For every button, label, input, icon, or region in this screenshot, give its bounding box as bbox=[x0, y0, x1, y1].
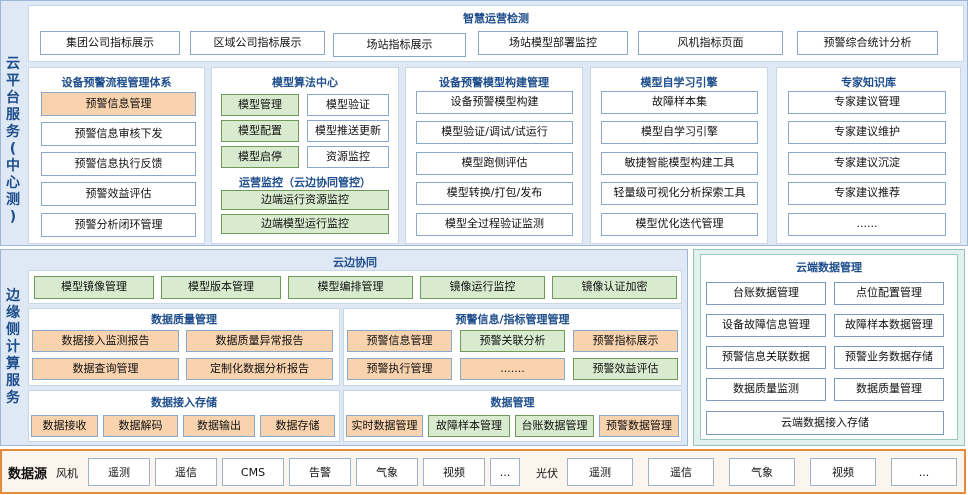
top-item[interactable]: 区域公司指标展示 bbox=[190, 31, 325, 55]
self-learn-item[interactable]: 敏捷智能模型构建工具 bbox=[601, 152, 758, 175]
pv-source-item[interactable]: 遥信 bbox=[648, 458, 714, 486]
self-learn-item[interactable]: 故障样本集 bbox=[601, 91, 758, 114]
pv-source-item[interactable]: ... bbox=[891, 458, 957, 486]
collab-item[interactable]: 模型编排管理 bbox=[288, 276, 413, 299]
cloud-data-item[interactable]: 数据质量管理 bbox=[834, 378, 944, 401]
top-item[interactable]: 预警综合统计分析 bbox=[797, 31, 938, 55]
pv-label: 光伏 bbox=[536, 467, 558, 480]
warn-flow-item[interactable]: 预警分析闭环管理 bbox=[41, 213, 196, 237]
model-build-item[interactable]: 模型转换/打包/发布 bbox=[416, 182, 573, 205]
wind-source-item[interactable]: 遥测 bbox=[88, 458, 150, 486]
cloud-data-item[interactable]: 数据质量监测 bbox=[706, 378, 826, 401]
quality-title: 数据质量管理 bbox=[151, 313, 217, 326]
top-item[interactable]: 风机指标页面 bbox=[638, 31, 783, 55]
model-algo-item[interactable]: 模型启停 bbox=[221, 146, 299, 168]
warn-flow-item[interactable]: 预警信息审核下发 bbox=[41, 122, 196, 146]
data-mgmt-item[interactable]: 故障样本管理 bbox=[428, 415, 510, 437]
cloud-data-bottom[interactable]: 云端数据接入存储 bbox=[706, 411, 944, 435]
warn-flow-item[interactable]: 预警信息管理 bbox=[41, 92, 196, 116]
collab-item[interactable]: 模型版本管理 bbox=[161, 276, 281, 299]
self-learn-item[interactable]: 轻量级可视化分析探索工具 bbox=[601, 182, 758, 205]
ops-monitor-item[interactable]: 边端模型运行监控 bbox=[221, 214, 389, 234]
expert-item[interactable]: 专家建议管理 bbox=[788, 91, 946, 114]
warn-flow-item[interactable]: 预警效益评估 bbox=[41, 182, 196, 206]
data-mgmt-item[interactable]: 预警数据管理 bbox=[599, 415, 679, 437]
warn-index-item[interactable]: 预警关联分析 bbox=[460, 330, 565, 352]
cloud-data-item[interactable]: 预警业务数据存储 bbox=[834, 346, 944, 369]
model-build-item[interactable]: 设备预警模型构建 bbox=[416, 91, 573, 114]
model-algo-title: 模型算法中心 bbox=[272, 76, 338, 89]
model-algo-item[interactable]: 模型管理 bbox=[221, 94, 299, 116]
wind-source-item[interactable]: ... bbox=[490, 458, 520, 486]
data-mgmt-title: 数据管理 bbox=[490, 396, 535, 409]
warn-index-item[interactable]: ....... bbox=[460, 358, 565, 380]
expert-item[interactable]: 专家建议沉淀 bbox=[788, 152, 946, 175]
cloud-data-item[interactable]: 故障样本数据管理 bbox=[834, 314, 944, 337]
ops-monitor-item[interactable]: 边端运行资源监控 bbox=[221, 190, 389, 210]
collab-title: 云边协同 bbox=[333, 256, 377, 269]
model-algo-item[interactable]: 资源监控 bbox=[307, 146, 389, 168]
model-build-item[interactable]: 模型跑侧评估 bbox=[416, 152, 573, 175]
quality-item[interactable]: 数据接入监测报告 bbox=[32, 330, 179, 352]
cloud-side-label: 云 平 台 服 务 ( 中 心 测 ) bbox=[6, 56, 20, 225]
warn-index-title: 预警信息/指标管理管理 bbox=[455, 313, 570, 326]
access-item[interactable]: 数据存储 bbox=[260, 415, 335, 437]
cloud-data-item[interactable]: 点位配置管理 bbox=[834, 282, 944, 305]
cloud-data-title: 云端数据管理 bbox=[796, 261, 862, 274]
collab-item[interactable]: 镜像认证加密 bbox=[552, 276, 677, 299]
smart-ops-title: 智慧运营检测 bbox=[463, 12, 529, 25]
access-item[interactable]: 数据解码 bbox=[103, 415, 178, 437]
wind-label: 风机 bbox=[56, 467, 78, 480]
top-item[interactable]: 场站指标展示 bbox=[333, 33, 466, 57]
wind-source-item[interactable]: 告警 bbox=[289, 458, 351, 486]
expert-title: 专家知识库 bbox=[841, 76, 896, 89]
pv-source-item[interactable]: 遥测 bbox=[567, 458, 633, 486]
warn-index-item[interactable]: 预警信息管理 bbox=[347, 330, 452, 352]
pv-source-item[interactable]: 气象 bbox=[729, 458, 795, 486]
quality-item[interactable]: 数据质量异常报告 bbox=[186, 330, 333, 352]
wind-source-item[interactable]: 气象 bbox=[356, 458, 418, 486]
cloud-data-item[interactable]: 台账数据管理 bbox=[706, 282, 826, 305]
self-learn-title: 模型自学习引擎 bbox=[640, 76, 718, 89]
model-build-item[interactable]: 模型全过程验证监测 bbox=[416, 213, 573, 236]
collab-item[interactable]: 镜像运行监控 bbox=[420, 276, 545, 299]
expert-item[interactable]: ...... bbox=[788, 213, 946, 236]
model-build-title: 设备预警模型构建管理 bbox=[439, 76, 549, 89]
wind-source-item[interactable]: CMS bbox=[222, 458, 284, 486]
access-item[interactable]: 数据接收 bbox=[31, 415, 98, 437]
expert-item[interactable]: 专家建议推荐 bbox=[788, 182, 946, 205]
access-title: 数据接入存储 bbox=[151, 396, 217, 409]
quality-item[interactable]: 数据查询管理 bbox=[32, 358, 179, 380]
cloud-data-item[interactable]: 预警信息关联数据 bbox=[706, 346, 826, 369]
data-mgmt-item[interactable]: 台账数据管理 bbox=[515, 415, 594, 437]
access-item[interactable]: 数据输出 bbox=[183, 415, 255, 437]
wind-source-item[interactable]: 遥信 bbox=[155, 458, 217, 486]
model-build-item[interactable]: 模型验证/调试/试运行 bbox=[416, 121, 573, 144]
model-algo-item[interactable]: 模型验证 bbox=[307, 94, 389, 116]
warn-flow-item[interactable]: 预警信息执行反馈 bbox=[41, 152, 196, 176]
collab-item[interactable]: 模型镜像管理 bbox=[34, 276, 154, 299]
self-learn-item[interactable]: 模型优化迭代管理 bbox=[601, 213, 758, 236]
edge-side-label: 边 缘 侧 计 算 服 务 bbox=[6, 288, 20, 406]
warn-index-item[interactable]: 预警执行管理 bbox=[347, 358, 452, 380]
model-algo-item[interactable]: 模型配置 bbox=[221, 120, 299, 142]
data-mgmt-item[interactable]: 实时数据管理 bbox=[346, 415, 423, 437]
cloud-data-item[interactable]: 设备故障信息管理 bbox=[706, 314, 826, 337]
top-item[interactable]: 集团公司指标展示 bbox=[40, 31, 180, 55]
warn-index-item[interactable]: 预警指标展示 bbox=[573, 330, 678, 352]
warn-index-item[interactable]: 预警效益评估 bbox=[573, 358, 678, 380]
ops-monitor-title: 运营监控（云边协同管控） bbox=[239, 176, 371, 189]
model-algo-item[interactable]: 模型推送更新 bbox=[307, 120, 389, 142]
top-item[interactable]: 场站模型部署监控 bbox=[478, 31, 628, 55]
warn-flow-title: 设备预警流程管理体系 bbox=[61, 76, 172, 89]
pv-source-item[interactable]: 视频 bbox=[810, 458, 876, 486]
wind-source-item[interactable]: 视频 bbox=[423, 458, 485, 486]
quality-item[interactable]: 定制化数据分析报告 bbox=[186, 358, 333, 380]
self-learn-item[interactable]: 模型自学习引擎 bbox=[601, 121, 758, 144]
expert-item[interactable]: 专家建议维护 bbox=[788, 121, 946, 144]
datasource-label: 数据源 bbox=[8, 467, 48, 482]
